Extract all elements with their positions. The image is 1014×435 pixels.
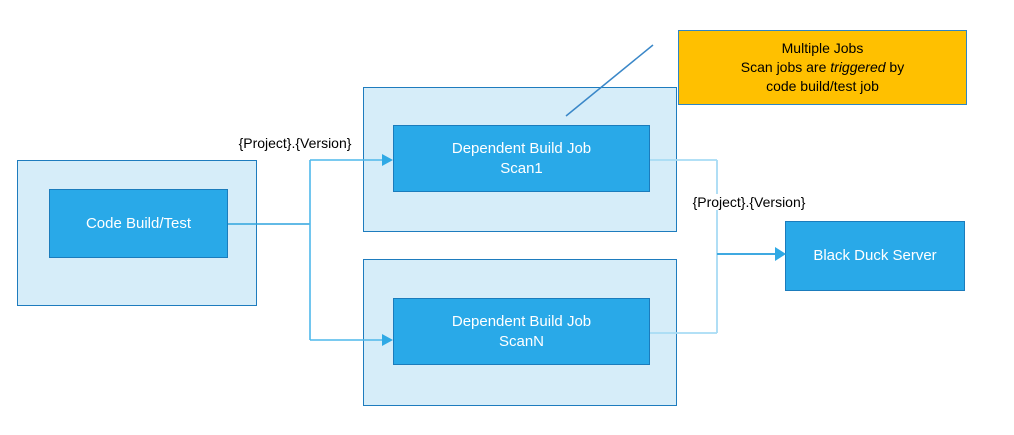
black-duck-server-label: Black Duck Server (813, 247, 937, 265)
scan1-node: Dependent Build Job Scan1 (393, 125, 650, 192)
scan1-label-line1: Dependent Build Job (451, 140, 592, 157)
project-version-label-top: {Project}.{Version} (238, 135, 352, 151)
callout-line1: Multiple Jobs (781, 40, 864, 57)
project-version-label-right: {Project}.{Version} (681, 194, 817, 210)
callout-line2: Scan jobs are triggered by (679, 58, 966, 77)
scan1-label-line2: Scan1 (500, 159, 543, 177)
multiple-jobs-callout: Multiple Jobs Scan jobs are triggered by… (678, 30, 967, 105)
callout-line2-post: by (885, 59, 905, 76)
code-build-test-node: Code Build/Test (49, 189, 228, 258)
callout-line2-pre: Scan jobs are (740, 59, 831, 76)
black-duck-server-node: Black Duck Server (785, 221, 965, 291)
scan-n-label-line2: ScanN (498, 332, 545, 350)
callout-line3: code build/test job (766, 77, 879, 94)
scan-n-label-line1: Dependent Build Job (451, 313, 592, 330)
scan-n-node: Dependent Build Job ScanN (393, 298, 650, 365)
code-build-test-label: Code Build/Test (85, 214, 192, 232)
callout-line2-italic: triggered (830, 59, 886, 76)
